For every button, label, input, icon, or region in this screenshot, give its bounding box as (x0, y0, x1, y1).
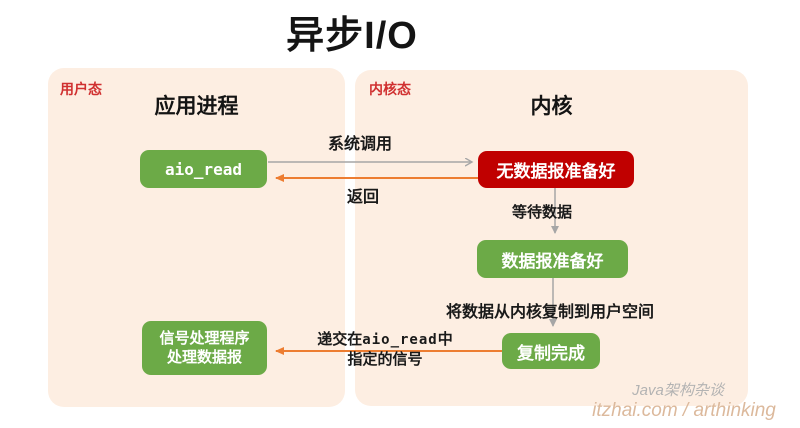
copy-to-user-arrow-label: 将数据从内核复制到用户空间 (445, 304, 654, 321)
deliver-signal-arrow-label: 递交在aio_read中 指定的信号 (299, 330, 471, 369)
node-no-datagram-ready: 无数据报准备好 (478, 151, 634, 188)
deliver-signal-label-line2: 指定的信号 (347, 351, 423, 368)
syscall-arrow-label: 系统调用 (327, 136, 392, 153)
user-panel-heading: 应用进程 (154, 95, 239, 118)
node-datagram-ready: 数据报准备好 (477, 240, 628, 278)
diagram-title: 异步I/O (286, 15, 418, 57)
node-datagram-ready-label: 数据报准备好 (501, 251, 604, 271)
node-signal-handler-line1: 信号处理程序 (159, 330, 250, 347)
deliver-signal-label-line1: 递交在aio_read中 (299, 330, 471, 350)
node-aio-read-label: aio_read (164, 159, 243, 179)
node-copy-done-label: 复制完成 (517, 343, 585, 363)
deliver-signal-suffix: 中 (437, 331, 453, 348)
node-copy-done: 复制完成 (502, 333, 600, 369)
deliver-signal-prefix: 递交在 (317, 331, 363, 348)
wait-data-arrow-label: 等待数据 (511, 204, 572, 221)
deliver-signal-code: aio_read (362, 332, 438, 348)
node-no-datagram-label: 无数据报准备好 (496, 162, 616, 181)
watermark-brand: Java架构杂谈 (632, 382, 724, 399)
kernel-panel-heading: 内核 (530, 95, 573, 118)
node-signal-handler-line2: 处理数据报 (166, 349, 242, 366)
watermark-site: itzhai.com / arthinking (592, 400, 776, 421)
user-mode-tag: 用户态 (60, 81, 102, 97)
node-aio-read: aio_read (140, 150, 267, 188)
node-signal-handler: 信号处理程序 处理数据报 (142, 321, 267, 375)
return-arrow-label: 返回 (346, 189, 379, 206)
kernel-mode-tag: 内核态 (369, 81, 411, 97)
